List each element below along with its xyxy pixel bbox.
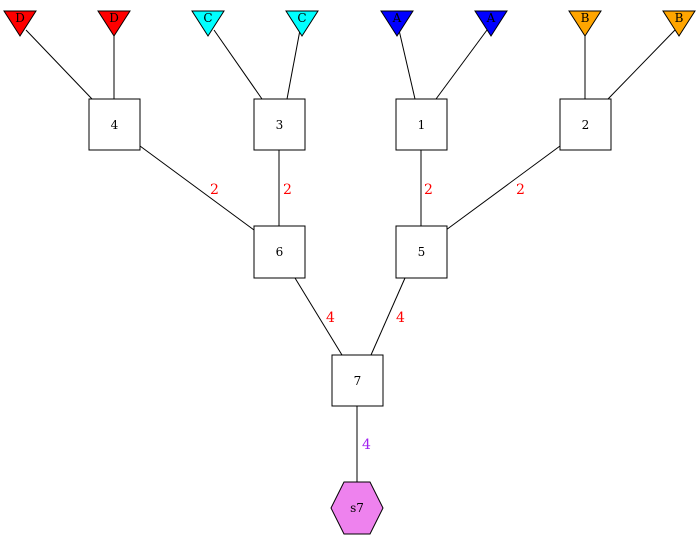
node-5-label: 5 xyxy=(418,245,426,259)
leaf-d-2-triangle xyxy=(97,10,131,37)
edge-label-7-s7: 4 xyxy=(362,437,371,453)
edge-leaf-c-2-node-3 xyxy=(286,29,301,100)
node-5-box xyxy=(395,225,448,279)
node-3-box xyxy=(253,98,306,151)
leaf-c-2-label: C xyxy=(297,11,306,25)
leaf-a-1-label: A xyxy=(392,11,402,25)
node-4-box xyxy=(88,98,141,151)
node-2-box xyxy=(559,98,612,151)
edge-labels: 2 2 2 2 4 4 4 xyxy=(210,182,525,453)
edge-node-2-node-5 xyxy=(445,145,561,231)
leaf-a-2-label: A xyxy=(486,11,496,25)
leaf-d-2: D xyxy=(97,10,131,37)
leaf-b-1-triangle xyxy=(568,10,602,37)
edge-label-1-5: 2 xyxy=(424,182,433,198)
node-4: 4 xyxy=(88,98,141,151)
leaf-b-1-label: B xyxy=(581,11,590,25)
leaf-a-1: A xyxy=(380,10,414,37)
leaf-a-1-triangle xyxy=(380,10,414,37)
edges xyxy=(25,29,676,482)
node-s7-label: s7 xyxy=(350,501,364,515)
edge-node-4-node-6 xyxy=(139,145,255,231)
node-1-label: 1 xyxy=(418,118,426,132)
edge-leaf-d-1-node-4 xyxy=(25,29,93,100)
node-2: 2 xyxy=(559,98,612,151)
edge-leaf-b-2-node-2 xyxy=(607,29,676,100)
leaf-d-1-label: D xyxy=(15,11,25,25)
edge-leaf-a-1-node-1 xyxy=(398,29,416,100)
leaf-a-2-triangle xyxy=(474,10,508,37)
leaf-c-1: C xyxy=(191,10,225,37)
edge-node-5-node-7 xyxy=(370,277,406,356)
leaf-a-2: A xyxy=(474,10,508,37)
leaf-c-1-triangle xyxy=(191,10,225,37)
edge-label-3-6: 2 xyxy=(283,182,292,198)
leaf-d-1-triangle xyxy=(3,10,37,37)
internal-nodes: 4 3 1 2 6 5 7 xyxy=(88,98,612,407)
leaf-b-2-triangle xyxy=(662,10,696,37)
leaf-c-1-label: C xyxy=(203,11,212,25)
edge-label-5-7: 4 xyxy=(396,310,405,326)
leaves: D D C C A A B B xyxy=(3,10,696,37)
node-7-box xyxy=(331,354,384,407)
node-6: 6 xyxy=(253,225,306,279)
edge-label-4-6: 2 xyxy=(210,182,219,198)
node-s7: s7 xyxy=(330,481,384,535)
edge-leaf-c-1-node-3 xyxy=(213,29,263,100)
node-1-box xyxy=(395,98,448,151)
node-7-label: 7 xyxy=(354,374,362,388)
leaf-d-2-label: D xyxy=(109,11,119,25)
node-2-label: 2 xyxy=(582,118,590,132)
edge-node-6-node-7 xyxy=(294,277,343,356)
node-4-label: 4 xyxy=(111,118,119,132)
leaf-b-2-label: B xyxy=(675,11,684,25)
node-5: 5 xyxy=(395,225,448,279)
leaf-d-1: D xyxy=(3,10,37,37)
node-3-label: 3 xyxy=(276,118,284,132)
node-s7-hexagon xyxy=(330,481,384,535)
node-1: 1 xyxy=(395,98,448,151)
leaf-c-2: C xyxy=(285,10,319,37)
edge-label-2-5: 2 xyxy=(516,182,525,198)
node-7: 7 xyxy=(331,354,384,407)
edge-leaf-a-2-node-1 xyxy=(435,29,488,100)
node-6-label: 6 xyxy=(276,245,284,259)
node-6-box xyxy=(253,225,306,279)
leaf-b-1: B xyxy=(568,10,602,37)
edge-label-6-7: 4 xyxy=(326,310,335,326)
node-3: 3 xyxy=(253,98,306,151)
leaf-b-2: B xyxy=(662,10,696,37)
leaf-c-2-triangle xyxy=(285,10,319,37)
